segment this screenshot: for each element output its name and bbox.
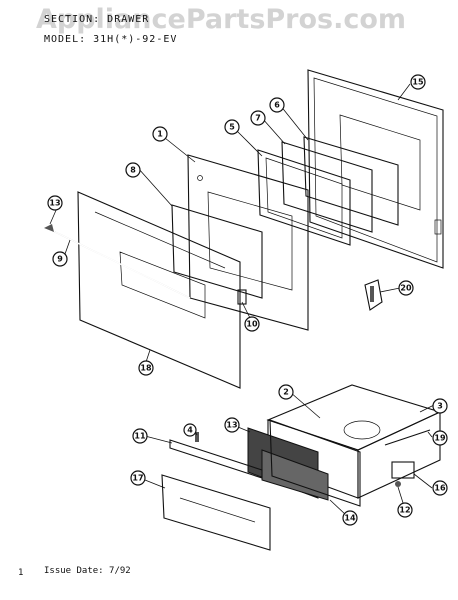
callout-11: 11 [132, 428, 148, 444]
svg-text:3: 3 [437, 402, 443, 411]
leader-lines [49, 83, 435, 516]
svg-text:11: 11 [134, 432, 146, 441]
svg-text:20: 20 [400, 284, 412, 293]
svg-text:8: 8 [130, 166, 136, 175]
bracket-screw [395, 481, 401, 487]
svg-text:15: 15 [412, 78, 424, 87]
section-title: SECTION: DRAWER [44, 14, 150, 25]
svg-text:14: 14 [344, 514, 356, 523]
svg-text:1: 1 [157, 130, 163, 139]
callout-8: 8 [125, 162, 141, 178]
callout-7: 7 [250, 110, 266, 126]
trim-clip [195, 432, 199, 442]
drawer-slide [384, 429, 431, 446]
drawer-insulation-block [247, 427, 329, 501]
svg-text:10: 10 [246, 320, 258, 329]
callout-17: 17 [130, 470, 146, 486]
svg-text:17: 17 [132, 474, 143, 483]
glass-frame [257, 149, 351, 246]
svg-text:5: 5 [229, 123, 235, 132]
drawer-trim-strip [169, 439, 263, 479]
callout-10: 10 [244, 316, 260, 332]
issue-date: Issue Date: 7/92 [44, 566, 131, 576]
callout-20: 20 [398, 280, 414, 296]
svg-text:13: 13 [49, 199, 60, 208]
svg-text:4: 4 [187, 426, 193, 435]
svg-text:18: 18 [140, 364, 152, 373]
callout-16: 16 [432, 480, 448, 496]
callout-15: 15 [410, 74, 426, 90]
page-number: 1 [18, 568, 24, 578]
handle-screw [44, 224, 54, 232]
hinge-bracket [364, 279, 383, 311]
inner-glass [281, 141, 373, 233]
callout-12: 12 [397, 502, 413, 518]
outer-door-panel [307, 69, 444, 269]
window-gasket [303, 136, 399, 226]
svg-text:2: 2 [283, 388, 289, 397]
svg-text:7: 7 [255, 114, 261, 123]
door-insulation [171, 204, 263, 299]
svg-text:12: 12 [399, 506, 410, 515]
callout-6: 6 [269, 97, 285, 113]
svg-text:9: 9 [57, 255, 63, 264]
callout-14: 14 [342, 510, 358, 526]
drawer-front [161, 474, 271, 551]
callout-5: 5 [224, 119, 240, 135]
callout-19: 19 [432, 430, 448, 446]
callout-13-upper: 13 [47, 195, 63, 211]
callout-4: 4 [183, 423, 197, 437]
outer-door [77, 191, 241, 389]
callout-1: 1 [152, 126, 168, 142]
door-handle [54, 231, 191, 299]
callout-13-lower: 13 [224, 417, 240, 433]
callout-9: 9 [52, 251, 68, 267]
svg-text:19: 19 [434, 434, 446, 443]
callout-18: 18 [138, 360, 154, 376]
svg-text:16: 16 [434, 484, 446, 493]
watermark: AppliancePartsPros.com [36, 4, 407, 35]
model-number: MODEL: 31H(*)-92-EV [44, 34, 178, 45]
svg-text:6: 6 [274, 101, 280, 110]
drawer-bracket [391, 461, 415, 479]
callout-2: 2 [278, 384, 294, 400]
callout-3: 3 [432, 398, 448, 414]
door-hinge [237, 289, 247, 305]
drawer-front-panel [269, 419, 361, 507]
svg-text:13: 13 [226, 421, 237, 430]
inner-door-liner [187, 154, 309, 331]
